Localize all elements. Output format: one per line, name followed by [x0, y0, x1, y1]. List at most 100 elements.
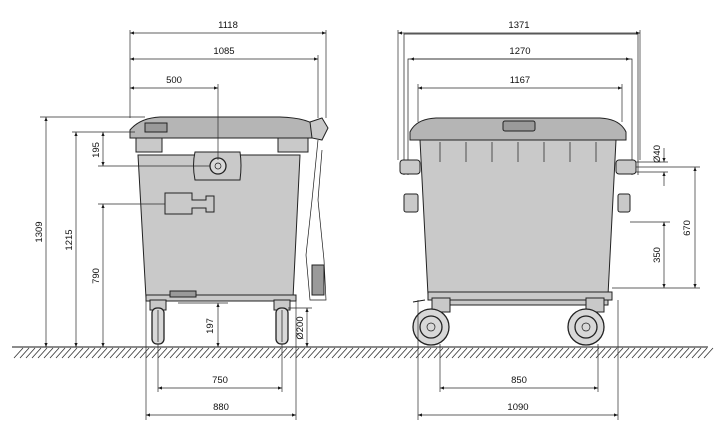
hatch-stroke [145, 347, 156, 359]
hatch-stroke [511, 347, 522, 359]
hatch-stroke [691, 347, 702, 359]
dim-1371: 1371 [508, 20, 529, 31]
hatch-stroke [421, 347, 432, 359]
dim-880: 880 [213, 402, 229, 413]
side-hinge [309, 117, 329, 141]
dim-350: 350 [652, 247, 663, 263]
dim-850: 850 [511, 375, 527, 386]
hatch-stroke [655, 347, 666, 359]
hatch-stroke [355, 347, 366, 359]
hatch-stroke [115, 347, 126, 359]
hatch-stroke [193, 347, 204, 359]
hatch-stroke [259, 347, 270, 359]
hatch-stroke [385, 347, 396, 359]
hatch-stroke [535, 347, 546, 359]
hatch-stroke [523, 347, 534, 359]
hatch-stroke [487, 347, 498, 359]
hatch-stroke [49, 347, 60, 359]
hatch-stroke [331, 347, 342, 359]
hatch-stroke [643, 347, 654, 359]
hatch-stroke [103, 347, 114, 359]
hatch-stroke [295, 347, 306, 359]
hatch-stroke [289, 347, 300, 359]
hatch-stroke [697, 347, 708, 359]
dim-500: 500 [166, 75, 182, 86]
hatch-stroke [373, 347, 384, 359]
hatch-stroke [571, 347, 582, 359]
hatch-stroke [97, 347, 108, 359]
side-wheel-left [149, 299, 167, 345]
hatch-stroke [499, 347, 510, 359]
front-wheel-right [567, 297, 605, 346]
hatch-stroke [109, 347, 120, 359]
hatch-stroke [379, 347, 390, 359]
hatch-stroke [217, 347, 228, 359]
hatch-stroke [589, 347, 600, 359]
hatch-stroke [607, 347, 618, 359]
hatch-stroke [13, 347, 24, 359]
hatch-stroke [547, 347, 558, 359]
dim-750: 750 [212, 375, 228, 386]
dim-d200: Ø200 [295, 316, 306, 339]
dim-1167: 1167 [510, 75, 530, 86]
hatch-stroke [565, 347, 576, 359]
side-dimensions: 1118 1085 500 1309 1215 195 790 197 Ø200 [34, 20, 327, 420]
side-front-profile [305, 139, 327, 301]
front-ribs [439, 142, 597, 162]
hatch-stroke [163, 347, 174, 359]
hatch-stroke [685, 347, 696, 359]
side-base-frame [145, 294, 297, 302]
dim-1215: 1215 [64, 229, 75, 250]
hatch-stroke [151, 347, 162, 359]
hatch-stroke [463, 347, 474, 359]
front-base-frame [427, 291, 613, 301]
hatch-stroke [541, 347, 552, 359]
hatch-stroke [481, 347, 492, 359]
dim-1309: 1309 [34, 221, 45, 242]
side-brake-pedal [169, 290, 197, 298]
hatch-stroke [229, 347, 240, 359]
front-view [399, 33, 639, 346]
hatch-stroke [493, 347, 504, 359]
hatch-stroke [121, 347, 132, 359]
hatch-stroke [139, 347, 150, 359]
hatch-stroke [337, 347, 348, 359]
hatch-stroke [613, 347, 624, 359]
hatch-stroke [271, 347, 282, 359]
hatch-stroke [403, 347, 414, 359]
front-lid-handle [502, 120, 536, 132]
ground [12, 346, 714, 359]
hatch-stroke [283, 347, 294, 359]
hatch-stroke [211, 347, 222, 359]
hatch-stroke [25, 347, 36, 359]
front-pin-right [617, 193, 631, 213]
front-base-lower [431, 299, 609, 306]
hatch-stroke [247, 347, 258, 359]
hatch-stroke [529, 347, 540, 359]
side-lifting-bar [164, 192, 215, 215]
hatch-stroke [661, 347, 672, 359]
front-trunnion-right [615, 159, 637, 175]
hatch-stroke [649, 347, 660, 359]
hatch-stroke [445, 347, 456, 359]
hatch-stroke [67, 347, 78, 359]
hatch-stroke [85, 347, 96, 359]
hatch-stroke [619, 347, 630, 359]
hatch-stroke [397, 347, 408, 359]
hatch-stroke [187, 347, 198, 359]
hatch-stroke [307, 347, 318, 359]
hatch-stroke [583, 347, 594, 359]
hatch-stroke [517, 347, 528, 359]
hatch-stroke [133, 347, 144, 359]
hatch-stroke [43, 347, 54, 359]
hatch-stroke [427, 347, 438, 359]
hatch-stroke [127, 347, 138, 359]
hatch-stroke [667, 347, 678, 359]
hatch-stroke [457, 347, 468, 359]
hatch-stroke [91, 347, 102, 359]
side-rim-left [135, 137, 163, 153]
side-view [129, 116, 329, 345]
hatch-stroke [703, 347, 714, 359]
side-trunnion-pin [209, 157, 227, 175]
